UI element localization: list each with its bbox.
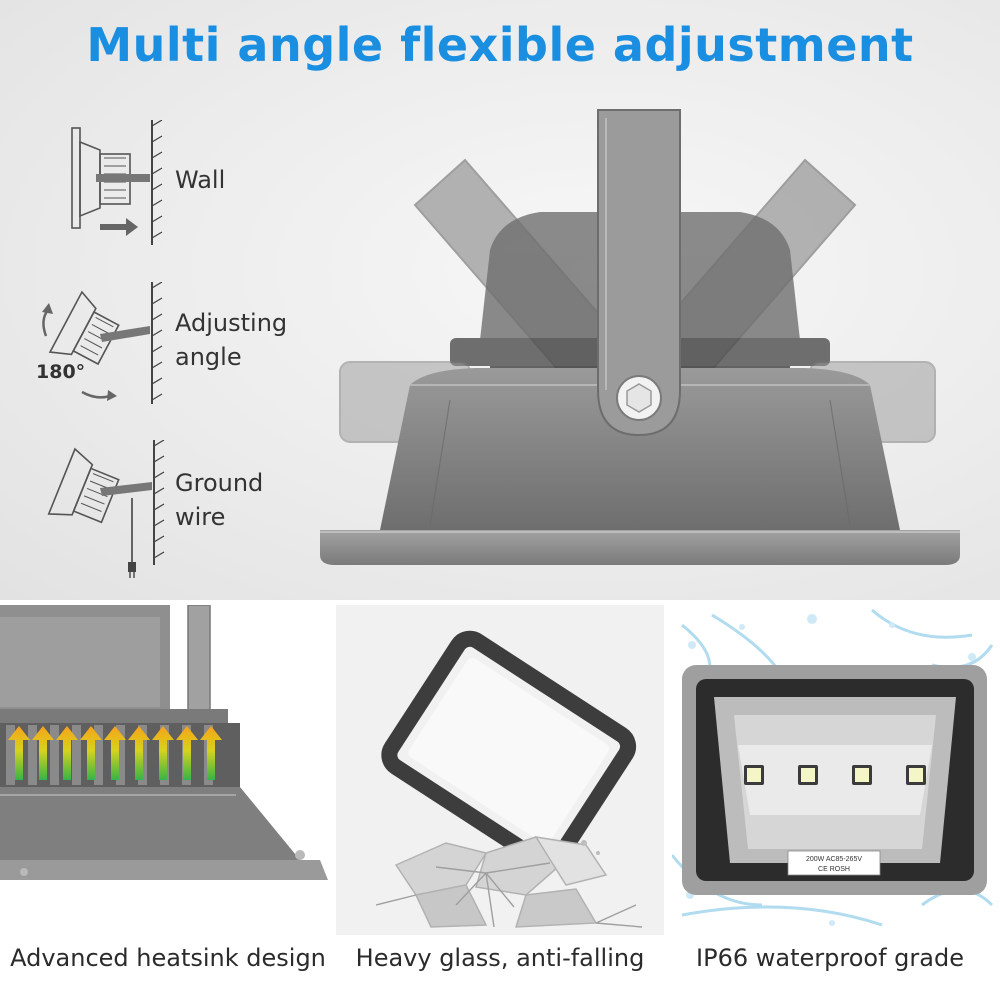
- heat-arrow: [32, 726, 54, 780]
- feature-waterproof-image: 200W AC85-265V CE ROSH: [672, 605, 1000, 935]
- mount-label-wall-line1: Wall: [175, 166, 226, 194]
- angle-value-label: 180°: [36, 361, 86, 383]
- mount-label-adjusting: Adjusting angle: [175, 306, 287, 374]
- heat-arrow: [56, 726, 78, 780]
- heat-arrow: [8, 726, 30, 780]
- mount-label-adjusting-line1: Adjusting: [175, 309, 288, 337]
- mount-label-ground: Ground wire: [175, 466, 263, 534]
- heat-arrow: [152, 726, 174, 780]
- caption-waterproof: IP66 waterproof grade: [696, 944, 964, 972]
- mount-label-adjusting-line2: angle: [175, 343, 242, 371]
- heat-arrow: [128, 726, 150, 780]
- floodlight-hero-image: [320, 109, 960, 565]
- mount-label-wall: Wall: [175, 163, 225, 197]
- caption-heatsink: Advanced heatsink design: [10, 944, 326, 972]
- mount-label-ground-line2: wire: [175, 503, 226, 531]
- heat-arrow: [200, 726, 222, 780]
- wall-mount-icon: [71, 120, 163, 245]
- spec-label-line2: CE ROSH: [818, 866, 850, 873]
- heat-arrow: [104, 726, 126, 780]
- page-title: Multi angle flexible adjustment: [86, 18, 914, 72]
- feature-heatsink-image: [0, 605, 328, 935]
- mount-label-ground-line1: Ground: [175, 469, 264, 497]
- heat-arrow: [176, 726, 198, 780]
- feature-glass-image: [336, 605, 664, 935]
- ground-wire-icon: [47, 440, 165, 578]
- adjustment-panel: Multi angle flexible adjustment: [0, 0, 1000, 600]
- caption-glass: Heavy glass, anti-falling: [355, 944, 645, 972]
- adjusting-angle-icon: [42, 282, 163, 404]
- spec-label-line1: 200W AC85-265V: [806, 856, 862, 863]
- heat-arrow: [80, 726, 102, 780]
